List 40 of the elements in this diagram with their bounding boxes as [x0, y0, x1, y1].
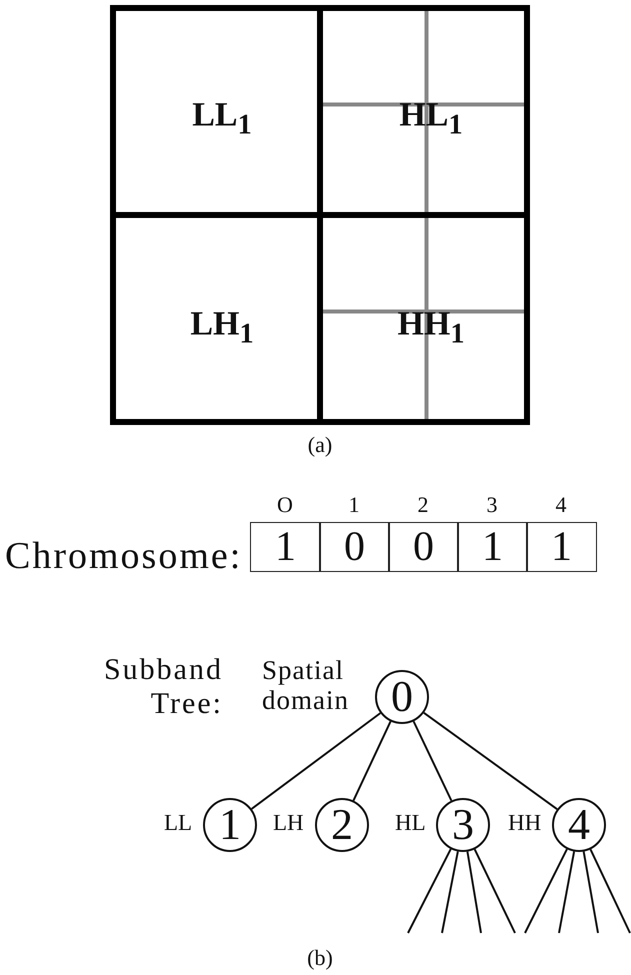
- gene-index: 3: [486, 492, 498, 518]
- branch-line: [407, 848, 452, 934]
- row-label: Chromosome:: [5, 534, 242, 578]
- branch-line: [474, 848, 516, 934]
- gene-index: 1: [348, 492, 360, 518]
- branch-line: [441, 851, 459, 934]
- gene-cell: 1: [457, 522, 528, 572]
- tree-node: 3: [436, 798, 490, 852]
- gene-cell: 0: [319, 522, 390, 572]
- tree-node: 4: [552, 798, 606, 852]
- subband-name: HL: [395, 810, 426, 836]
- branch-line: [524, 848, 568, 934]
- caption-label: (a): [306, 432, 334, 458]
- subband-label: LH$_{1}$: [190, 306, 254, 350]
- row-label: Subband Tree:: [103, 653, 223, 721]
- gene-cell: 1: [526, 522, 597, 572]
- gene-cell: 1: [250, 522, 321, 572]
- gene-index: O: [276, 492, 294, 518]
- subband-name: Spatial domain: [262, 655, 350, 715]
- subband-name: HH: [508, 810, 542, 836]
- tree-node: 0: [375, 670, 429, 724]
- tree-edge: [412, 720, 452, 802]
- subband-name: LL: [164, 810, 192, 836]
- subband-name: LH: [273, 810, 304, 836]
- tree-edge: [251, 712, 381, 810]
- branch-line: [558, 851, 576, 934]
- gene-index: 2: [416, 492, 430, 518]
- tree-edge: [352, 721, 392, 801]
- gene-index: 4: [554, 492, 568, 518]
- subband-label: HH$_{1}$: [397, 306, 465, 350]
- branch-line: [466, 851, 482, 934]
- caption-label: (b): [306, 945, 334, 971]
- tree-node: 2: [315, 798, 369, 852]
- tree-node: 1: [203, 798, 257, 852]
- branch-line: [590, 848, 631, 934]
- tree-edge: [423, 712, 558, 810]
- subband-label: HL$_{1}$: [399, 96, 463, 142]
- gene-cell: 0: [388, 522, 459, 572]
- branch-line: [582, 851, 599, 934]
- subband-label: LL$_{1}$: [192, 96, 252, 142]
